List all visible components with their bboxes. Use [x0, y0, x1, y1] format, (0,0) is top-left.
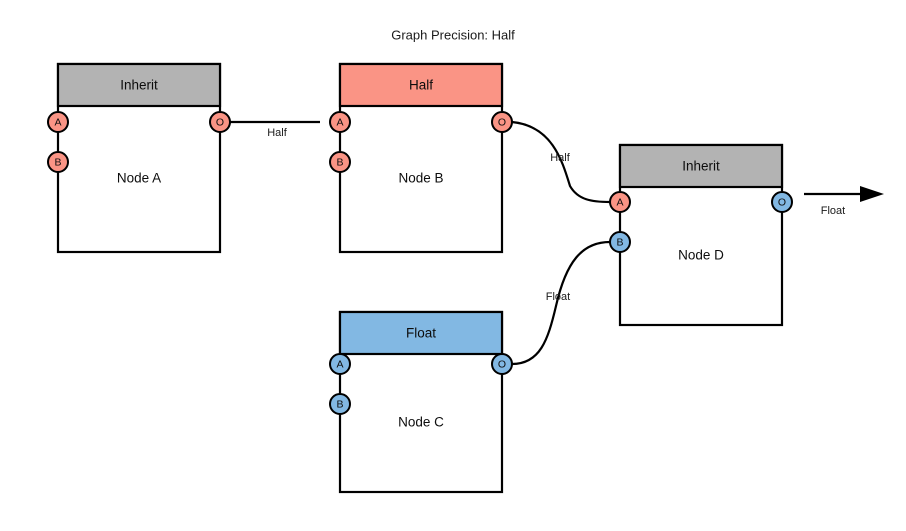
- node-a-input-port-b-label: B: [54, 156, 61, 168]
- node-d-input-port-b[interactable]: B: [609, 231, 631, 253]
- node-a-output-port-o-label: O: [216, 116, 224, 128]
- node-d-input-port-a-label: A: [616, 196, 623, 208]
- node-d-output-port-o-circle: [771, 191, 793, 213]
- node-d-input-port-b-label: B: [616, 236, 623, 248]
- edge-c-to-d-path: [511, 240, 611, 366]
- node-b-input-port-b[interactable]: B: [329, 151, 351, 173]
- node-c-input-port-b[interactable]: B: [329, 393, 351, 415]
- node-d-header[interactable]: [618, 143, 784, 189]
- node-c-input-port-a-circle: [329, 353, 351, 375]
- edge-c-to-d-label: Float: [546, 291, 570, 303]
- node-a-label: Node A: [117, 171, 161, 186]
- node-b-input-port-b-circle: [329, 151, 351, 173]
- node-b-input-port-a[interactable]: A: [329, 111, 351, 133]
- edge-b-to-d-path: [511, 120, 611, 204]
- edge-a-to-b[interactable]: Half: [230, 120, 320, 139]
- node-b-input-port-a-label: A: [336, 116, 343, 128]
- edge-c-to-d[interactable]: Float: [511, 240, 611, 366]
- node-d-label: Node D: [678, 248, 724, 263]
- node-b-input-port-b-label: B: [336, 156, 343, 168]
- node-a-input-port-a[interactable]: A: [47, 111, 69, 133]
- node-b-output-port-o-label: O: [498, 116, 506, 128]
- node-d-output-port-o[interactable]: O: [771, 191, 793, 213]
- node-a-output-port-o-circle: [209, 111, 231, 133]
- node-c-output-port-o[interactable]: O: [491, 353, 513, 375]
- node-c-input-port-a-label: A: [336, 358, 343, 370]
- node-b-header[interactable]: [338, 62, 504, 108]
- node-a-input-port-a-label: A: [54, 116, 61, 128]
- node-d-input-port-b-circle: [609, 231, 631, 253]
- page-title: Graph Precision: Half: [391, 27, 515, 42]
- node-d-output-port-o-label: O: [778, 196, 786, 208]
- node-d-header-label: Inherit: [682, 159, 720, 174]
- node-a-header-label: Inherit: [120, 78, 158, 93]
- node-a-input-port-b[interactable]: B: [47, 151, 69, 173]
- node-b-output-port-o-circle: [491, 111, 513, 133]
- node-c-header[interactable]: [338, 310, 504, 356]
- edge-a-to-b-label: Half: [267, 127, 288, 139]
- node-b-output-port-o[interactable]: O: [491, 111, 513, 133]
- node-d-input-port-a-circle: [609, 191, 631, 213]
- node-b-header-label: Half: [409, 78, 433, 93]
- node-c-input-port-a[interactable]: A: [329, 353, 351, 375]
- edge-d-output-label: Float: [821, 205, 845, 217]
- node-b-label: Node B: [398, 171, 443, 186]
- node-a-header[interactable]: [56, 62, 222, 108]
- node-c-output-port-o-circle: [491, 353, 513, 375]
- edge-b-to-d[interactable]: Half: [511, 120, 611, 204]
- node-c-input-port-b-label: B: [336, 398, 343, 410]
- node-a-output-port-o[interactable]: O: [209, 111, 231, 133]
- node-a-input-port-a-circle: [47, 111, 69, 133]
- node-c-output-port-o-label: O: [498, 358, 506, 370]
- node-c-label: Node C: [398, 415, 444, 430]
- graph-output-arrow: [860, 186, 884, 202]
- edge-b-to-d-label: Half: [550, 152, 571, 164]
- node-d-input-port-a[interactable]: A: [609, 191, 631, 213]
- node-b-input-port-a-circle: [329, 111, 351, 133]
- node-a-input-port-b-circle: [47, 151, 69, 173]
- node-c-header-label: Float: [406, 326, 436, 341]
- node-c-input-port-b-circle: [329, 393, 351, 415]
